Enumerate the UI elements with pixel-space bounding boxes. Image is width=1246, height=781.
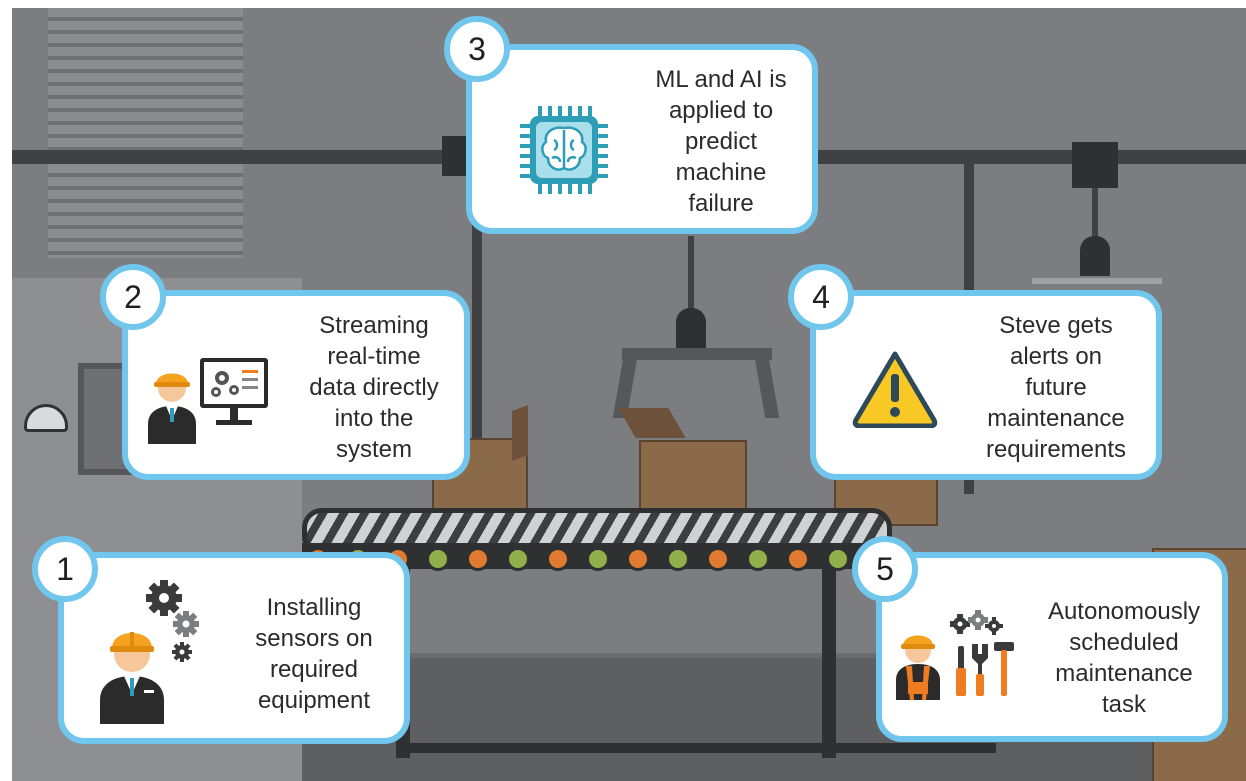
gauge-icon: [24, 404, 68, 432]
step-2-text: Streaming real-time data directly into t…: [309, 312, 439, 463]
step-card-3: ML and AI is applied to predict machine …: [466, 44, 818, 234]
worker-with-tools-icon: [894, 610, 1018, 705]
hanger-rod: [1092, 188, 1098, 238]
claw-head: [1080, 236, 1110, 276]
ai-brain-chip-icon: [516, 102, 612, 203]
wall-vent: [48, 8, 243, 258]
conveyor-base: [396, 743, 996, 753]
step-5-text: Autonomously scheduled maintenance task: [1047, 598, 1201, 718]
conveyor-leg: [822, 568, 836, 758]
step-card-2: Streaming real-time data directly into t…: [122, 290, 470, 480]
step-card-4: Steve gets alerts on future maintenance …: [810, 290, 1162, 480]
box-flap: [512, 405, 528, 461]
claw-rod: [688, 236, 694, 316]
step-badge-2: 2: [100, 264, 166, 330]
box-flap: [618, 408, 686, 438]
step-badge-4: 4: [788, 264, 854, 330]
warning-triangle-icon: [852, 348, 938, 433]
step-1-text: Installing sensors on required equipment: [255, 594, 373, 714]
step-badge-1: 1: [32, 536, 98, 602]
worker-at-monitor-icon: [142, 344, 272, 449]
step-4-text: Steve gets alerts on future maintenance …: [985, 312, 1127, 463]
step-card-5: Autonomously scheduled maintenance task: [876, 552, 1228, 742]
step-badge-5: 5: [852, 536, 918, 602]
step-3-text: ML and AI is applied to predict machine …: [655, 66, 787, 217]
claw-bar: [1032, 278, 1162, 284]
step-badge-3: 3: [444, 16, 510, 82]
floor-edge: [12, 653, 1246, 661]
pipe-bracket: [1072, 142, 1118, 188]
claw-head: [676, 308, 706, 350]
claw-finger: [754, 358, 780, 418]
worker-with-gears-icon: [94, 578, 214, 729]
support-pole: [472, 164, 482, 504]
claw-bar: [622, 348, 772, 360]
step-card-1: Installing sensors on required equipment: [58, 552, 410, 744]
